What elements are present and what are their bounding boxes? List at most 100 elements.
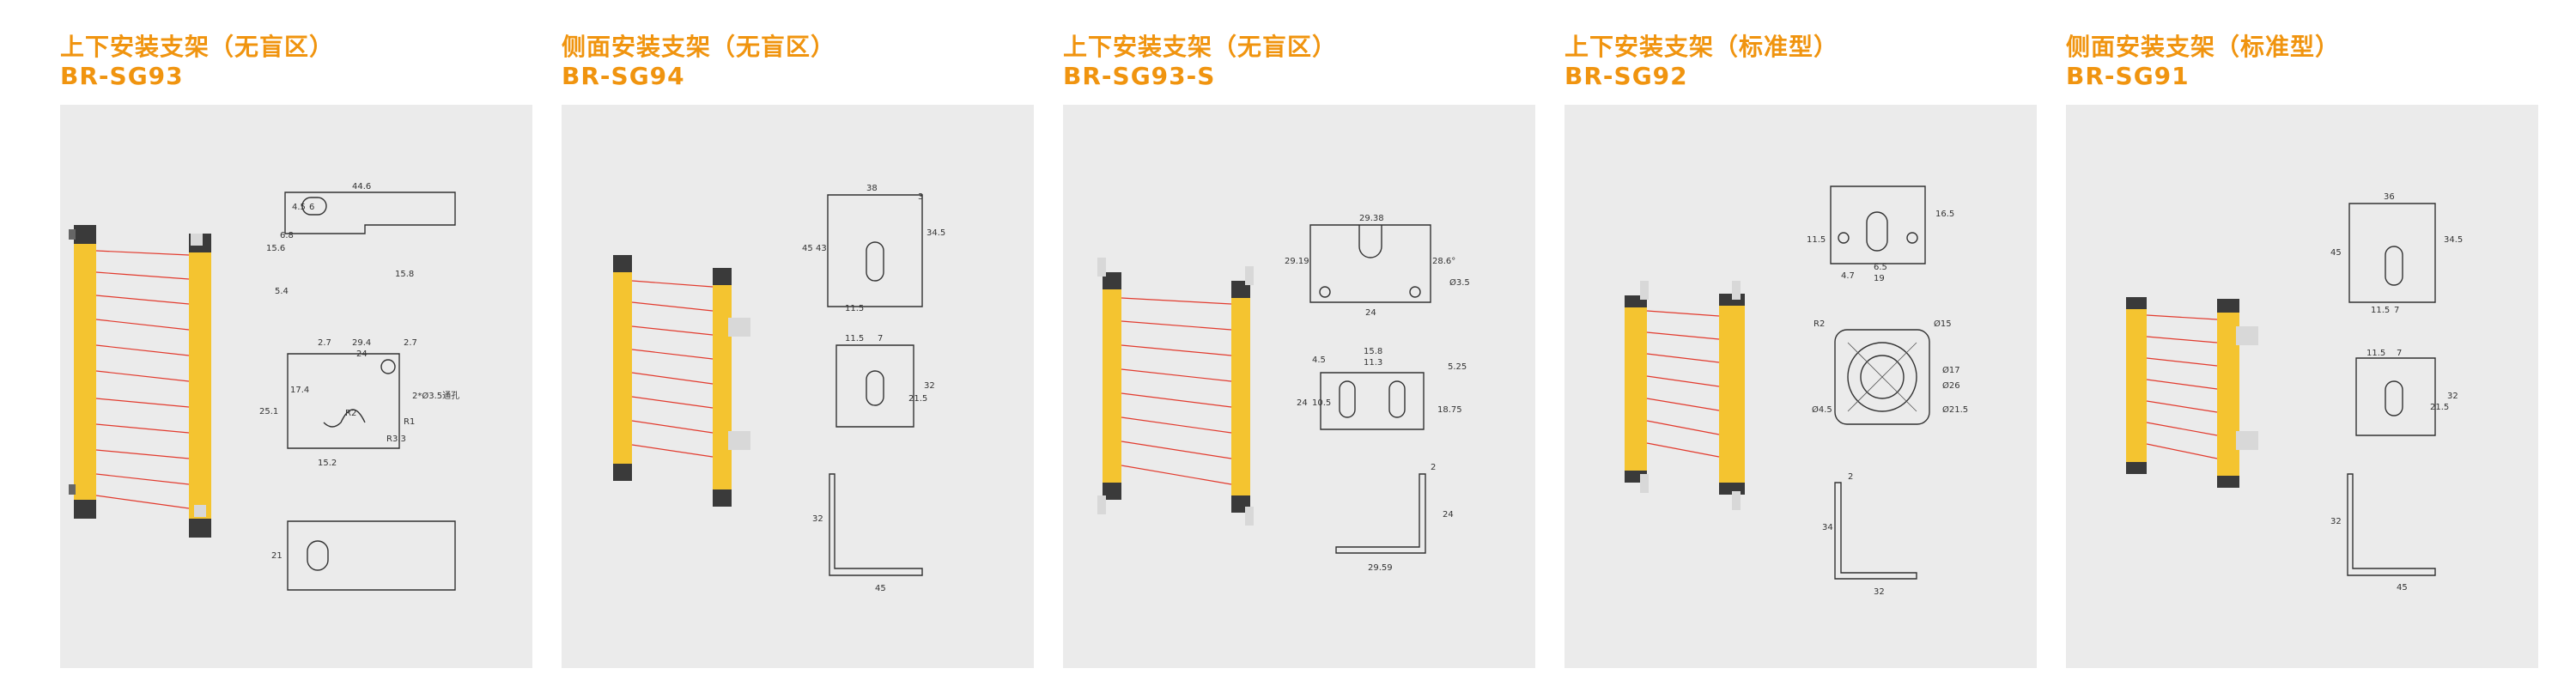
drawing-line <box>631 325 714 336</box>
drawing-line <box>1097 258 1106 277</box>
dim-label: 6.5 <box>1874 263 1887 272</box>
dim-label: 11.5 <box>2371 306 2390 315</box>
bracket-top-view: R2 Ø15 Ø17 Ø26 Ø4.5 Ø21.5 <box>1812 319 1968 425</box>
drawing-line <box>1625 302 1647 474</box>
product-model: BR-SG93-S <box>1063 62 1216 90</box>
drawing-line <box>1646 398 1720 411</box>
light-curtain-drawing: 16.5 11.5 6.5 4.7 19 R2 Ø15 Ø17 Ø26 Ø4.5… <box>1625 185 1968 597</box>
drawing-line <box>631 396 714 409</box>
product-card-5: 侧面安装支架（标准型） BR-SG91 <box>2066 0 2538 699</box>
product-image-panel: 16.5 11.5 6.5 4.7 19 R2 Ø15 Ø17 Ø26 Ø4.5… <box>1564 105 2037 668</box>
drawing-line <box>74 234 96 517</box>
product-image-panel: 29.38 29.19 28.6° Ø3.5 24 4.5 15.8 11.3 … <box>1063 105 1535 668</box>
drawing-line <box>74 500 96 519</box>
drawing-line <box>74 225 96 244</box>
bracket-front-view: 2.7 29.4 24 2.7 25.1 17.4 R2 R1 R3.3 2*Ø… <box>259 338 459 468</box>
drawing-line <box>2126 297 2147 309</box>
dim-label: 18.75 <box>1437 405 1462 415</box>
drawing-line <box>284 191 456 234</box>
drawing-line <box>1866 211 1888 252</box>
drawing-line <box>2146 336 2218 343</box>
dim-label: 24 <box>356 350 368 359</box>
dim-label: 11.5 <box>2366 349 2385 358</box>
drawing-line <box>1103 483 1121 500</box>
drawing-line <box>1409 286 1421 298</box>
dim-label: 11.5 <box>845 334 864 343</box>
dim-label: 34.5 <box>2444 235 2463 245</box>
dim-label: 17.4 <box>290 386 309 395</box>
drawing-line <box>2236 326 2258 345</box>
dim-label: 21.5 <box>908 394 927 404</box>
bracket-l-profile: 32 45 <box>2330 473 2436 593</box>
dim-label: Ø3.5 <box>1449 277 1470 288</box>
drawing-line <box>1121 344 1232 356</box>
dim-label: 29.38 <box>1359 214 1384 223</box>
light-curtain-product <box>613 255 750 507</box>
drawing-line <box>1646 353 1720 363</box>
product-title: 侧面安装支架（无盲区） <box>562 33 836 61</box>
product-title: 上下安装支架（标准型） <box>1564 33 1839 61</box>
dim-label: R1 <box>404 417 415 427</box>
drawing-line <box>835 344 914 428</box>
bracket-side-view: 11.5 7 32 21.5 <box>835 334 935 428</box>
drawing-line <box>380 359 396 374</box>
drawing-line <box>827 194 923 307</box>
bracket-top-view: 44.6 4.5 6 6.8 15.6 15.8 5.4 <box>266 182 456 296</box>
drawing-line <box>1320 372 1425 430</box>
drawing-line <box>1847 342 1917 412</box>
bracket-front-view: 4.5 15.8 11.3 24 10.5 5.25 18.75 <box>1297 347 1467 430</box>
dim-label: 24 <box>1365 308 1376 318</box>
drawing-line <box>69 484 76 495</box>
drawing-line <box>1121 320 1232 331</box>
dim-label: 43 <box>816 244 827 253</box>
dim-label: R2 <box>345 409 356 418</box>
dim-label: 32 <box>1874 587 1885 597</box>
drawing-line <box>1646 331 1720 340</box>
dim-label: 34.5 <box>927 228 945 238</box>
drawing-line <box>866 370 884 406</box>
dim-label: 15.8 <box>1364 347 1382 356</box>
dim-label: Ø17 <box>1942 365 1960 375</box>
drawing-line <box>2355 357 2436 436</box>
product-card-4: 上下安装支架（标准型） BR-SG92 <box>1564 0 2037 699</box>
drawing-line <box>866 241 884 282</box>
drawing-line <box>1646 420 1720 435</box>
drawing-line <box>728 318 750 337</box>
drawing-line <box>2126 304 2147 467</box>
dim-label: 6 <box>309 203 314 212</box>
drawing-line <box>95 398 190 408</box>
bracket-side-view: 11.5 7 32 21.5 <box>2355 349 2458 436</box>
dim-label: Ø4.5 <box>1812 404 1832 415</box>
drawing-line <box>95 295 190 305</box>
dim-label: 4.5 <box>292 203 306 212</box>
dim-label: 28.6° <box>1432 257 1455 266</box>
dim-label: 11.3 <box>1364 358 1382 368</box>
bracket-l-profile: 32 45 <box>812 473 923 593</box>
drawing-line <box>1121 368 1232 382</box>
light-curtain-product <box>69 225 211 538</box>
dim-label: 24 <box>1297 398 1308 408</box>
dim-label: 7 <box>878 334 883 343</box>
dim-label: 45 <box>2397 583 2408 593</box>
drawing-line <box>1121 392 1232 408</box>
drawing-line <box>189 242 211 534</box>
drawing-line <box>631 280 714 288</box>
product-model: BR-SG94 <box>562 62 685 90</box>
drawing-line <box>95 495 190 509</box>
drawing-line <box>323 409 366 428</box>
drawing-line <box>1319 286 1331 298</box>
dim-label: 29.59 <box>1368 563 1393 573</box>
dim-label: 25.1 <box>259 407 278 416</box>
dim-label: 6.8 <box>280 231 294 240</box>
drawing-line <box>1732 491 1741 510</box>
product-image-panel: 44.6 4.5 6 6.8 15.6 15.8 5.4 2.7 29.4 24… <box>60 105 532 668</box>
dim-label: 32 <box>2447 392 2458 401</box>
drawing-line <box>191 234 203 246</box>
drawing-line <box>287 353 400 449</box>
light-curtain-product <box>1625 281 1745 510</box>
drawing-line <box>613 464 632 481</box>
drawing-line <box>1388 380 1406 418</box>
drawing-line <box>95 344 190 356</box>
drawing-line <box>1121 465 1232 485</box>
drawing-line <box>95 319 190 331</box>
